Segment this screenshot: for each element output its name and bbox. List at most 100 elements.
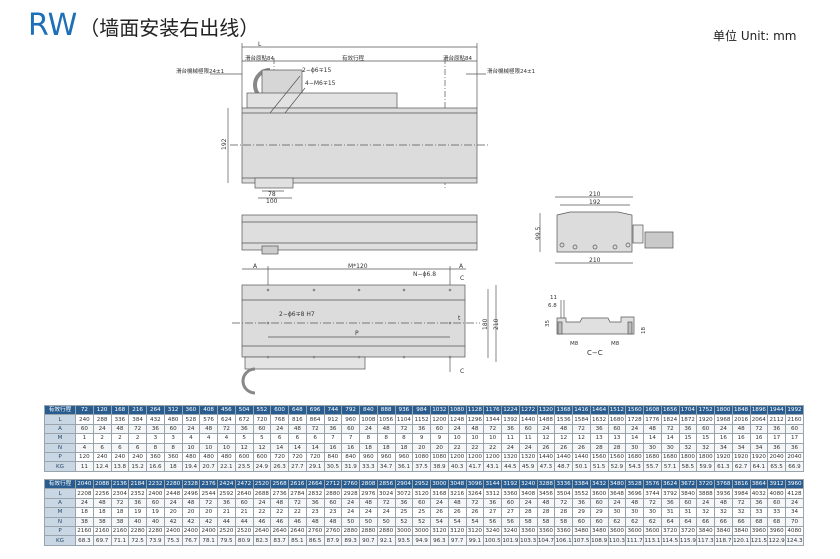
table-cell: 1440 <box>536 451 556 463</box>
table-cell: 18 <box>92 507 112 518</box>
table-cell: 24.9 <box>252 461 272 472</box>
stroke-header-cell: 2712 <box>323 478 343 490</box>
table-cell: 99.1 <box>465 535 485 546</box>
table-cell: 2880 <box>359 525 378 537</box>
stroke-header-cell: 1560 <box>625 404 644 416</box>
table-cell: 60 <box>163 423 183 435</box>
hole-callout-n: N−ϕ6.8 <box>413 271 436 278</box>
table-cell: 100.5 <box>483 535 502 546</box>
table-cell: 72 <box>660 423 680 435</box>
table-cell: 1680 <box>607 414 627 425</box>
table-cell: 73.9 <box>146 535 165 546</box>
table-cell: 22 <box>483 442 502 453</box>
table-cell: 60 <box>767 497 786 509</box>
table-cell: 27 <box>483 507 502 518</box>
table-cell: 20 <box>163 507 183 518</box>
table-cell: 48.7 <box>554 461 573 472</box>
table-cell: 2 <box>128 433 147 444</box>
table-cell: 36 <box>412 423 431 435</box>
table-cell: 2400 <box>163 525 183 537</box>
table-cell: 2520 <box>234 525 254 537</box>
stroke-header-cell: 600 <box>270 404 289 416</box>
table-cell: 14 <box>660 433 680 444</box>
table-cell: 720 <box>305 451 325 463</box>
table-cell: 108.9 <box>589 535 609 546</box>
table-cell: 48 <box>92 497 112 509</box>
table-cell: 31 <box>660 507 680 518</box>
table-cell: 2880 <box>323 488 343 499</box>
table-cell: 2400 <box>199 525 218 537</box>
table-cell: 60 <box>785 423 804 435</box>
stroke-header-cell: 3144 <box>483 478 502 490</box>
table-cell: 104.7 <box>536 535 556 546</box>
table-cell: 68 <box>749 516 769 527</box>
table-cell: 4 <box>181 433 201 444</box>
table-cell: 93.5 <box>394 535 414 546</box>
stroke-header-cell: 2760 <box>341 478 360 490</box>
table-cell: 10 <box>465 433 485 444</box>
table-cell: 6 <box>110 442 130 453</box>
table-cell: 72 <box>749 423 769 435</box>
table-cell: 61.3 <box>714 461 733 472</box>
table-cell: 30.5 <box>323 461 343 472</box>
table-cell: 43.1 <box>483 461 502 472</box>
table-cell: 3600 <box>643 525 662 537</box>
table-cell: 18 <box>75 507 94 518</box>
table-cell: 32 <box>696 507 715 518</box>
table-cell: 120 <box>75 451 94 463</box>
unit-label: 单位 Unit: mm <box>713 29 797 43</box>
table-cell: 79.5 <box>217 535 236 546</box>
table-cell: 10 <box>217 442 236 453</box>
table-cell: 768 <box>270 414 289 425</box>
table-cell: 2400 <box>146 488 165 499</box>
table-cell: 60 <box>589 497 609 509</box>
table-cell: 36.1 <box>394 461 414 472</box>
section-label: C−C <box>587 349 603 357</box>
table-cell: 18 <box>376 442 396 453</box>
table-cell: 3696 <box>625 488 644 499</box>
table-cell: 20 <box>199 507 218 518</box>
table-cell: 3792 <box>660 488 680 499</box>
dim-78: 78 <box>268 191 276 198</box>
table-cell: 3216 <box>447 488 467 499</box>
stroke-header-cell: 696 <box>305 404 325 416</box>
table-cell: 60 <box>252 423 272 435</box>
table-cell: 24 <box>607 497 627 509</box>
table-cell: 64.1 <box>749 461 769 472</box>
row-label: N <box>44 516 76 527</box>
table-cell: 240 <box>75 414 94 425</box>
table-cell: 33 <box>767 507 786 518</box>
stroke-header-cell: 2376 <box>199 478 218 490</box>
table-cell: 3480 <box>589 525 609 537</box>
table-cell: 8 <box>359 433 378 444</box>
table-cell: 72 <box>288 497 307 509</box>
stroke-header-cell: 3528 <box>625 478 644 490</box>
table-cell: 11 <box>501 433 520 444</box>
table-cell: 14 <box>625 433 644 444</box>
table-cell: 72 <box>643 497 662 509</box>
table-cell: 2280 <box>146 525 165 537</box>
table-cell: 480 <box>217 451 236 463</box>
table-cell: 48 <box>288 423 307 435</box>
stroke-header-cell: 1368 <box>554 404 573 416</box>
row-label: P <box>44 525 76 537</box>
table-cell: 57.1 <box>660 461 680 472</box>
table-cell: 1200 <box>447 451 467 463</box>
table-cell: 1632 <box>589 414 609 425</box>
table-cell: 1440 <box>572 451 591 463</box>
table-cell: 4 <box>217 433 236 444</box>
table-cell: 24 <box>252 497 272 509</box>
table-cell: 60 <box>234 497 254 509</box>
stroke-header-cell: 1128 <box>465 404 485 416</box>
table-cell: 72 <box>572 423 591 435</box>
table-cell: 2784 <box>288 488 307 499</box>
table-cell: 22 <box>447 442 467 453</box>
table-cell: 1104 <box>394 414 414 425</box>
table-cell: 1320 <box>518 451 538 463</box>
table-cell: 2832 <box>305 488 325 499</box>
table-cell: 8 <box>376 433 396 444</box>
stroke-header-cell: 3768 <box>714 478 733 490</box>
end-view: 210 192 99.5 210 <box>535 191 674 264</box>
